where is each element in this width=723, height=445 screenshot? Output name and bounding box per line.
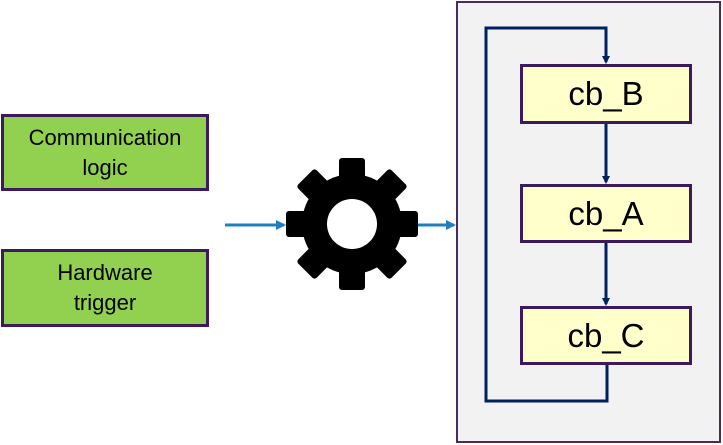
- communication-logic-line2: logic: [82, 154, 128, 180]
- gear-icon: [286, 158, 418, 290]
- callback-box-cb-a: cb_A: [520, 184, 692, 243]
- communication-logic-box: Communication logic: [1, 114, 209, 191]
- loop-return-arrow: [484, 26, 610, 403]
- hardware-trigger-line2: trigger: [73, 290, 137, 315]
- callback-box-cb-b: cb_B: [520, 64, 692, 124]
- hardware-trigger-box: Hardware trigger: [1, 249, 209, 327]
- communication-logic-line1: Communication: [28, 124, 182, 150]
- hardware-trigger-line1: Hardware: [57, 260, 153, 285]
- callback-box-cb-c: cb_C: [520, 306, 692, 365]
